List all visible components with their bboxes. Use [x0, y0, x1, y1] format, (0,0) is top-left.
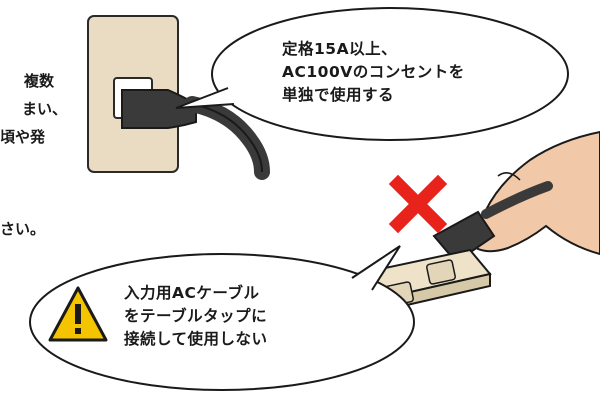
bubble-top-line-1: 定格15A以上、: [282, 40, 398, 58]
bubble-bottom-line-2: をテーブルタップに: [124, 307, 268, 325]
prohibited-cross-icon: [388, 174, 448, 234]
bubble-top-line-3: 単独で使用する: [282, 86, 395, 104]
bubble-bottom-line-1: 入力用ACケーブル: [124, 284, 260, 302]
bubble-top-line-2: AC100Vのコンセントを: [282, 63, 465, 81]
left-text-fragment-3: 頃や発: [0, 128, 46, 146]
bubble-bottom-text: 入力用ACケーブル をテーブルタップに 接続して使用しない: [124, 282, 354, 351]
wall-plug-cable: [121, 89, 270, 180]
left-text-fragment-2: まい、: [22, 100, 68, 118]
warning-icon: [48, 286, 108, 342]
left-text-fragment-1: 複数: [24, 72, 55, 90]
bubble-bottom-line-3: 接続して使用しない: [124, 330, 268, 348]
speech-bubble-top: [175, 7, 569, 141]
hand-with-plug: [432, 130, 600, 264]
left-text-fragment-4: さい。: [0, 220, 46, 238]
bubble-top-text: 定格15A以上、 AC100Vのコンセントを 単独で使用する: [282, 38, 512, 107]
speech-bubble-bottom: [29, 245, 415, 391]
